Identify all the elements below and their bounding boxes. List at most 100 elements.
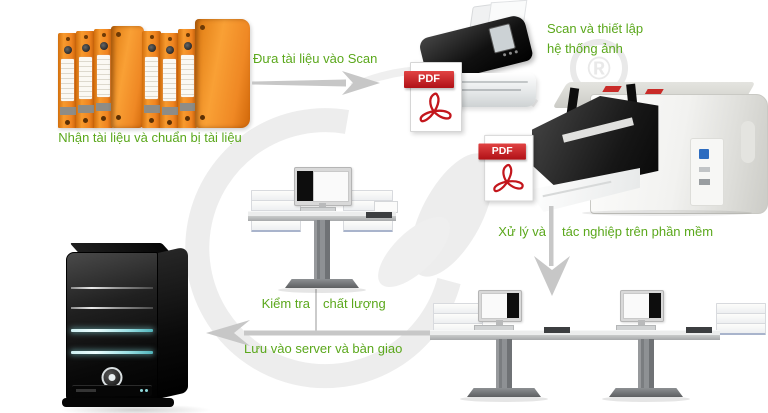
desk-surface [430,330,578,335]
arrow-shaft [252,79,346,87]
binder-hole-icon [185,33,190,37]
acrobat-icon [419,92,452,123]
binder-hole-icon [167,37,172,41]
drive-bay-glow [71,351,153,354]
drive-bay-line [71,287,153,289]
scanner-power-button [699,149,709,159]
binder-band [161,107,178,115]
binder-label [79,57,93,99]
drive-bay-glow [71,329,153,332]
step4-caption-left: Kiểm tra [261,296,310,311]
desk-dark-slot [544,327,570,333]
binder-label [61,59,74,101]
binder-spine [141,31,161,128]
drive-bay-line [71,307,153,309]
desk-shadow [460,396,548,402]
binder-label [180,55,194,97]
server-base [62,398,174,407]
monitor-screen [481,293,509,320]
binder-band [96,103,113,111]
server-status-lights [140,389,148,392]
binder-hole-icon [184,116,190,121]
monitor [478,290,522,322]
binder-spine [177,29,197,128]
paper-tray-stack [716,303,766,335]
binder-band [78,105,95,113]
monitor [620,290,664,322]
binder-hole-icon [116,32,122,37]
binder-hole-icon [148,118,154,123]
binder-hole-icon [102,33,107,37]
scanner-button [699,167,710,172]
monitor [294,167,352,206]
watermark-leaf-small [378,216,450,288]
desk-pedestal [314,220,330,280]
binder-label [97,55,111,97]
desk-base [285,279,359,288]
binder-cover-large [194,19,251,128]
binder-spine [58,33,78,128]
watermark-ring-arc [185,108,461,389]
storage-server [54,240,212,413]
monitor-bezel [297,170,314,201]
paper-tray [716,323,766,335]
binder-label [144,57,158,99]
desk-edge [248,216,396,221]
arrow-left-icon [206,320,432,346]
qc-workstation [248,163,398,295]
connector-line [315,289,317,333]
desk-dark-slot [686,327,712,333]
binder-ring-icon [100,42,109,50]
binder-hole-icon [66,37,70,41]
binder-band [179,103,196,111]
binder-hole-icon [199,115,205,120]
registered-mark: ® [587,50,611,86]
hp-logo-core [108,374,116,381]
desk-base [609,388,683,397]
monitor-bezel [507,293,520,318]
pdf-file-icon: PDF [404,62,462,138]
desk-surface [248,211,396,216]
scanner-output-slot [451,89,521,91]
arrow-head [206,320,250,346]
scanner-control-panel [690,138,724,206]
binder-hole-icon [84,35,89,39]
server-shadow [60,404,212,413]
document-binders-group [58,14,251,128]
monitor-screen [623,293,651,320]
desk-top [430,330,578,340]
binder-hole-icon [166,120,172,125]
desk-edge [430,335,578,340]
arrow-right-icon [252,71,380,95]
binder-ring-icon [82,44,91,52]
monitor-stand [496,320,503,329]
arrow1-caption: Đưa tài liệu vào Scan [253,51,378,66]
desk-pedestal [638,339,654,389]
binder-band [143,105,160,113]
desk-base [467,388,541,397]
binder-band [60,107,76,115]
desk-edge [572,335,720,340]
scanner-button [699,179,710,185]
server-display-label [76,389,96,392]
operator-workstation [430,282,578,410]
monitor-bezel [649,293,662,318]
binder-hole-icon [149,35,154,39]
operator-workstation [572,282,766,410]
production-scanner [528,76,768,218]
scanner-screen [488,23,516,54]
binder-hole-icon [116,115,122,120]
step1-caption: Nhận tài liệu và chuẩn bị tài liệu [58,130,242,145]
scanner-output-lip [449,81,528,83]
binder-spine [76,31,96,128]
arrow-head [534,256,570,296]
pdf-file-icon: PDF [478,134,534,207]
paper-tray [251,220,301,232]
arrow-shaft [244,330,432,336]
binder-hole-icon [65,120,70,125]
server-front-panel [66,252,158,404]
binder-hole-icon [101,116,107,121]
feeder-paper [562,117,634,143]
arrow-shaft [549,206,554,266]
binder-ring-icon [64,46,72,54]
